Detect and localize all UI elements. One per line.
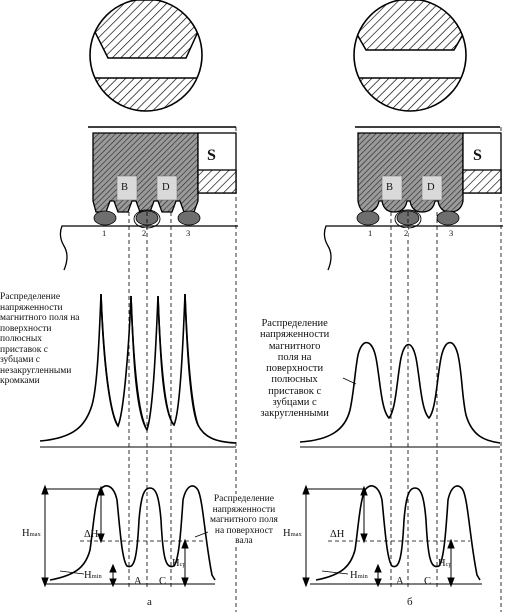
pole-d-box-b	[421, 175, 443, 201]
contact-number-2-b: 2	[404, 228, 409, 239]
h-min-b: Hmin	[350, 570, 368, 581]
fluid-rings-b	[356, 210, 460, 226]
h-cp-a: Hcp	[172, 558, 186, 569]
pole-field-text-a: Распределение напряженности магнитного п…	[0, 292, 80, 386]
shaft-a	[59, 225, 238, 271]
fluid-rings-a	[93, 210, 201, 226]
contact-number-1-b: 1	[368, 228, 373, 239]
pole-field-curve-b	[299, 341, 501, 448]
zone-a-a: A	[134, 576, 142, 587]
zone-a-b: A	[396, 576, 404, 587]
panel-b	[299, 0, 503, 612]
contact-number-3-a: 3	[186, 228, 191, 239]
pole-label-b-b: B	[386, 182, 394, 193]
pole-field-text-b: Распределение напряженности магнитного п…	[260, 318, 330, 420]
shaft-field-curve-a	[45, 485, 216, 585]
shaft-field-text-a: Распределение напряженности магнитного п…	[210, 494, 278, 547]
magnet-label-a: S	[207, 147, 216, 164]
caption-a: а	[147, 596, 152, 608]
magnet-lower-a	[197, 169, 237, 194]
dimension-arrows-b	[302, 377, 455, 588]
pole-label-d-b: D	[427, 182, 435, 193]
h-max-b: Hmax	[283, 528, 302, 539]
pole-field-curve-a	[39, 293, 237, 448]
panel-a	[39, 0, 238, 612]
zone-c-b: C	[424, 576, 432, 587]
pole-b-box-a	[116, 175, 138, 201]
zone-c-a: C	[159, 576, 167, 587]
contact-number-2-a: 2	[142, 228, 147, 239]
h-min-a: Hmin	[84, 570, 102, 581]
pole-b-box-b	[381, 175, 403, 201]
delta-h-a: ΔH	[84, 529, 99, 540]
magnified-view-b	[353, 0, 467, 112]
magnet-label-b: S	[473, 147, 482, 164]
dimension-arrows-a	[41, 484, 209, 588]
delta-h-b: ΔH	[330, 529, 345, 540]
pole-d-box-a	[156, 175, 178, 201]
magnified-view-a	[89, 0, 203, 112]
pole-piece-b	[357, 132, 464, 213]
alignment-lines-b	[328, 127, 502, 612]
caption-b: б	[407, 596, 413, 608]
pole-label-b-a: B	[121, 182, 129, 193]
pole-label-d-a: D	[162, 182, 170, 193]
shaft-b	[323, 225, 503, 271]
contact-number-1-a: 1	[102, 228, 107, 239]
h-max-a: Hmax	[22, 528, 41, 539]
h-cp-b: Hcp	[438, 558, 452, 569]
contact-number-3-b: 3	[449, 228, 454, 239]
pole-piece-a	[92, 132, 199, 213]
magnet-lower-b	[462, 169, 502, 194]
